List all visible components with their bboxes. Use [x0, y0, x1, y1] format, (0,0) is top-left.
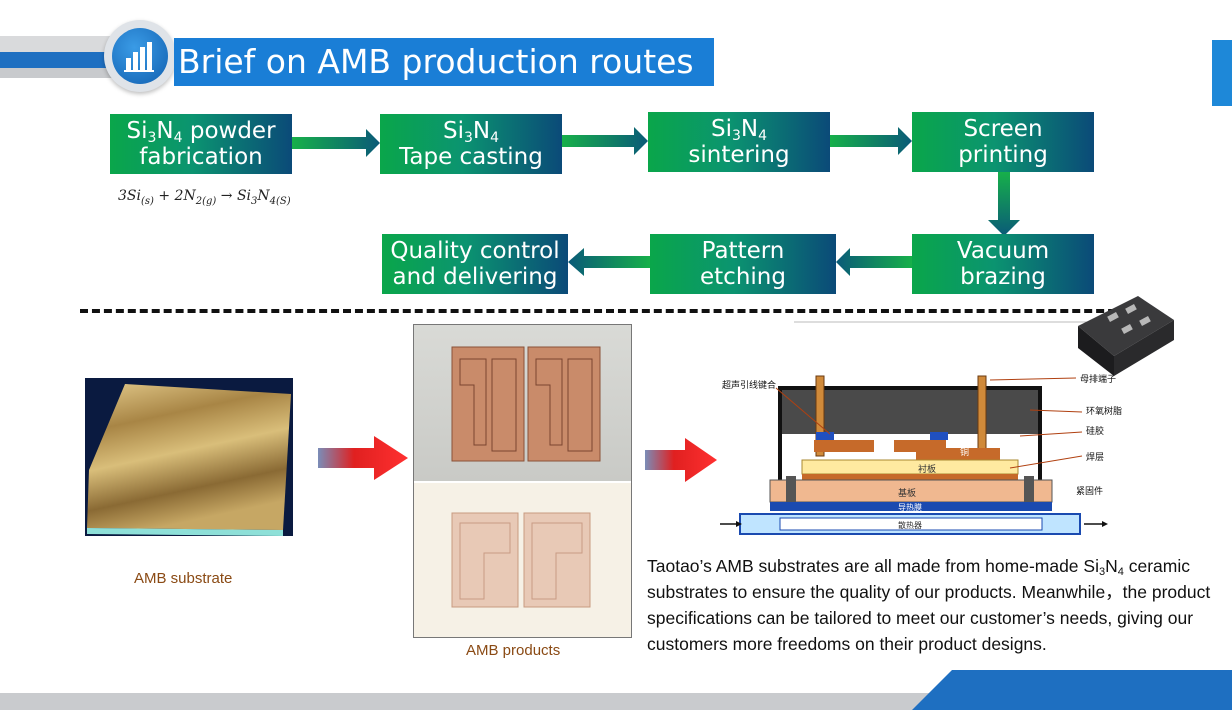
label-copper: 铜 — [960, 446, 969, 458]
red-arrow-1 — [318, 436, 408, 480]
arrow-6-7 — [568, 248, 650, 276]
page-title: Brief on AMB production routes — [174, 38, 714, 86]
amb-substrate-image — [85, 378, 293, 536]
label-busbar: 母排端子 — [1080, 373, 1116, 385]
power-module-photo — [1078, 296, 1174, 376]
label-fastener: 紧固件 — [1076, 485, 1103, 497]
amb-substrate-label: AMB substrate — [134, 570, 233, 587]
label-liner: 衬板 — [918, 463, 936, 475]
label-ultrasonic-bond: 超声引线键合 — [722, 379, 776, 391]
label-epoxy: 环氧树脂 — [1086, 405, 1122, 417]
footer-band-blue — [912, 670, 1232, 710]
flow-step-tape-casting: Si3N4 Tape casting — [380, 114, 562, 174]
header-band-gray-lower — [0, 68, 120, 78]
arrow-2-3 — [562, 127, 648, 155]
flow-step-sintering: Si3N4 sintering — [648, 112, 830, 172]
label-thermal-pad: 导热膜 — [898, 502, 922, 512]
reaction-formula: 3Si(s) + 2N2(g) → Si3N4(S) — [118, 188, 291, 207]
arrow-4-5 — [988, 172, 1020, 236]
flow-step-powder-fabrication: Si3N4 powder fabrication — [110, 114, 292, 174]
arrow-3-4 — [830, 127, 912, 155]
flow-step-pattern-etching: Pattern etching — [650, 234, 836, 294]
flow-step-quality-control: Quality control and delivering — [382, 234, 568, 294]
amb-products-photo-bottom — [414, 483, 631, 637]
flow-step-screen-printing: Screen printing — [912, 112, 1094, 172]
arrow-1-2 — [292, 129, 380, 157]
section-divider — [80, 309, 1140, 313]
bar-chart-icon — [112, 28, 168, 84]
amb-products-photo-top — [414, 325, 631, 481]
header-band-gray — [0, 36, 120, 52]
label-silicone: 硅胶 — [1086, 425, 1104, 437]
flow-step-vacuum-brazing: Vacuum brazing — [912, 234, 1094, 294]
label-solder: 焊层 — [1086, 451, 1104, 463]
red-arrow-2 — [645, 438, 717, 482]
flow-arrows — [292, 127, 1020, 276]
arrow-5-6 — [836, 248, 912, 276]
power-module-cross-section: 衬板 铜 基板 导热膜 散热器 超声引线键合 母排端子 环氧树脂 硅胶 焊层 紧… — [720, 321, 1142, 535]
label-heatsink: 散热器 — [898, 520, 922, 530]
description-text: Taotao’s AMB substrates are all made fro… — [647, 556, 1211, 654]
label-baseplate: 基板 — [898, 487, 916, 499]
right-edge-tab — [1212, 40, 1232, 106]
amb-products-label: AMB products — [466, 642, 561, 659]
